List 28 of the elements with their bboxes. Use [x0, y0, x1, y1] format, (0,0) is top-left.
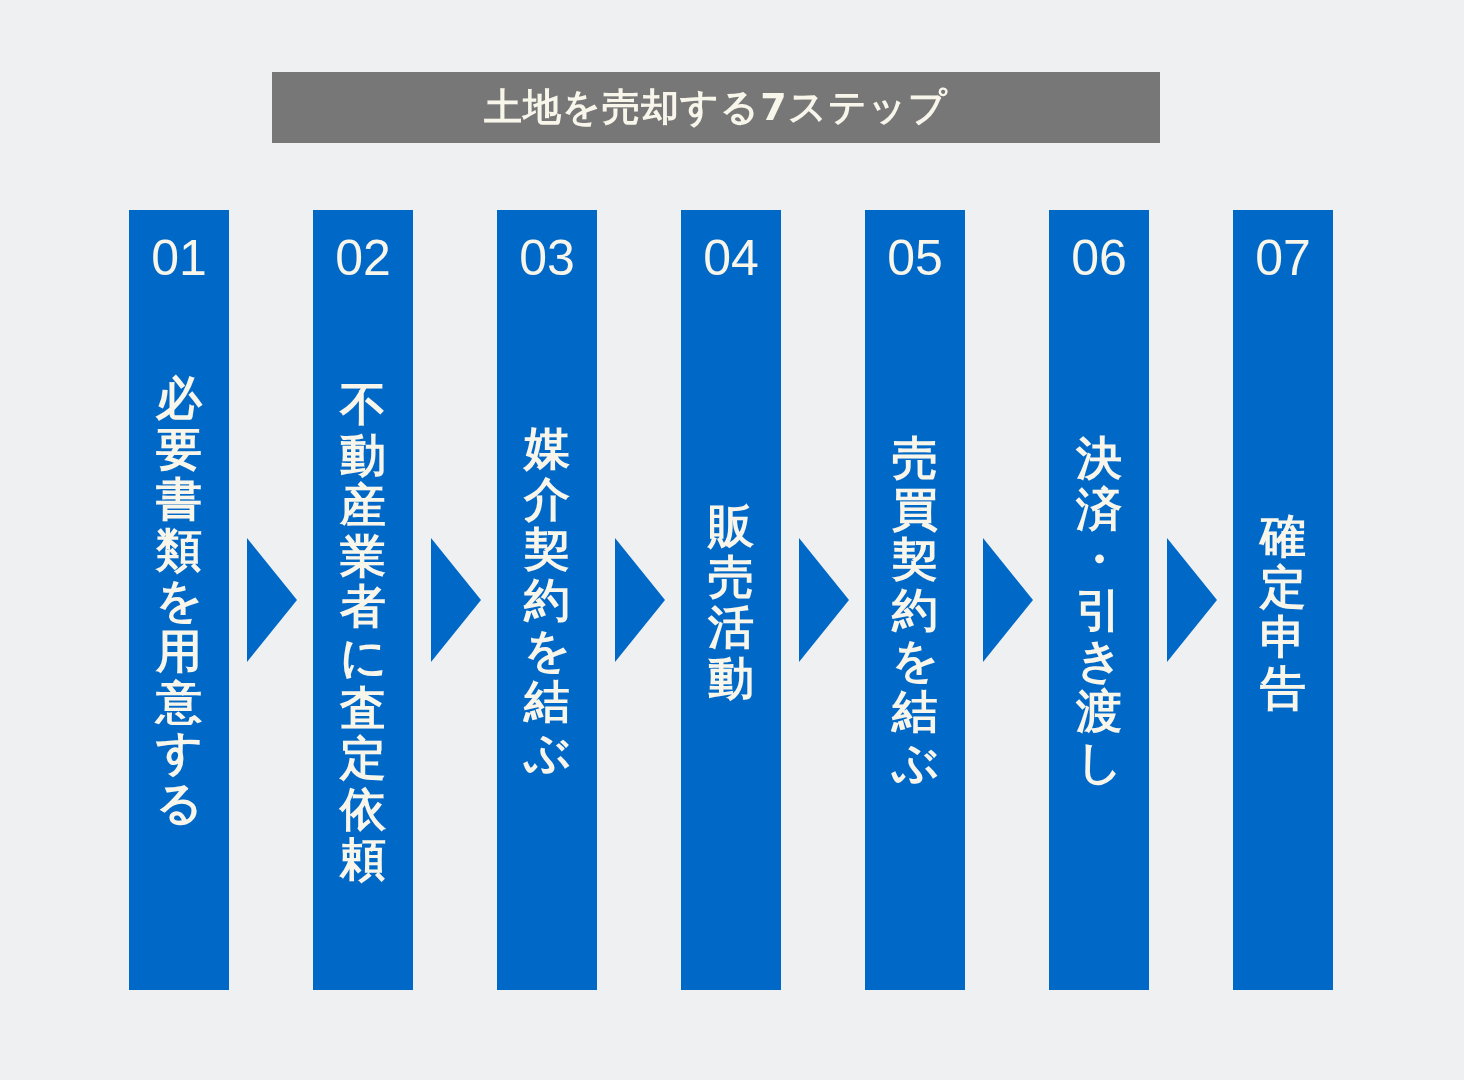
- step-label: 媒介契約を結ぶ: [524, 422, 570, 778]
- step-number: 07: [1254, 232, 1312, 284]
- step-column: [129, 210, 229, 990]
- title-banner: 土地を売却する7ステップ: [272, 72, 1160, 143]
- step-number: 04: [702, 232, 760, 284]
- step-column: [497, 210, 597, 990]
- chevron-arrow: [431, 538, 481, 662]
- step-column: [1049, 210, 1149, 990]
- chevron-arrow: [615, 538, 665, 662]
- step-column: [1233, 210, 1333, 990]
- chevron-arrow: [799, 538, 849, 662]
- step-number: 01: [150, 232, 208, 284]
- step-label: 売買契約を結ぶ: [892, 432, 938, 788]
- step-label: 確定申告: [1260, 510, 1306, 714]
- step-number: 02: [334, 232, 392, 284]
- step-number: 06: [1070, 232, 1128, 284]
- chevron-arrow: [247, 538, 297, 662]
- step-column: [865, 210, 965, 990]
- step-number: 05: [886, 232, 944, 284]
- step-column: [313, 210, 413, 990]
- step-label: 決済・引き渡し: [1076, 432, 1122, 788]
- step-label: 必要書類を用意する: [156, 373, 202, 829]
- step-label: 不動産業者に査定依頼: [340, 379, 386, 885]
- step-column: [681, 210, 781, 990]
- chevron-arrow: [983, 538, 1033, 662]
- step-label: 販売活動: [708, 500, 754, 704]
- chevron-arrow: [1167, 538, 1217, 662]
- step-number: 03: [518, 232, 576, 284]
